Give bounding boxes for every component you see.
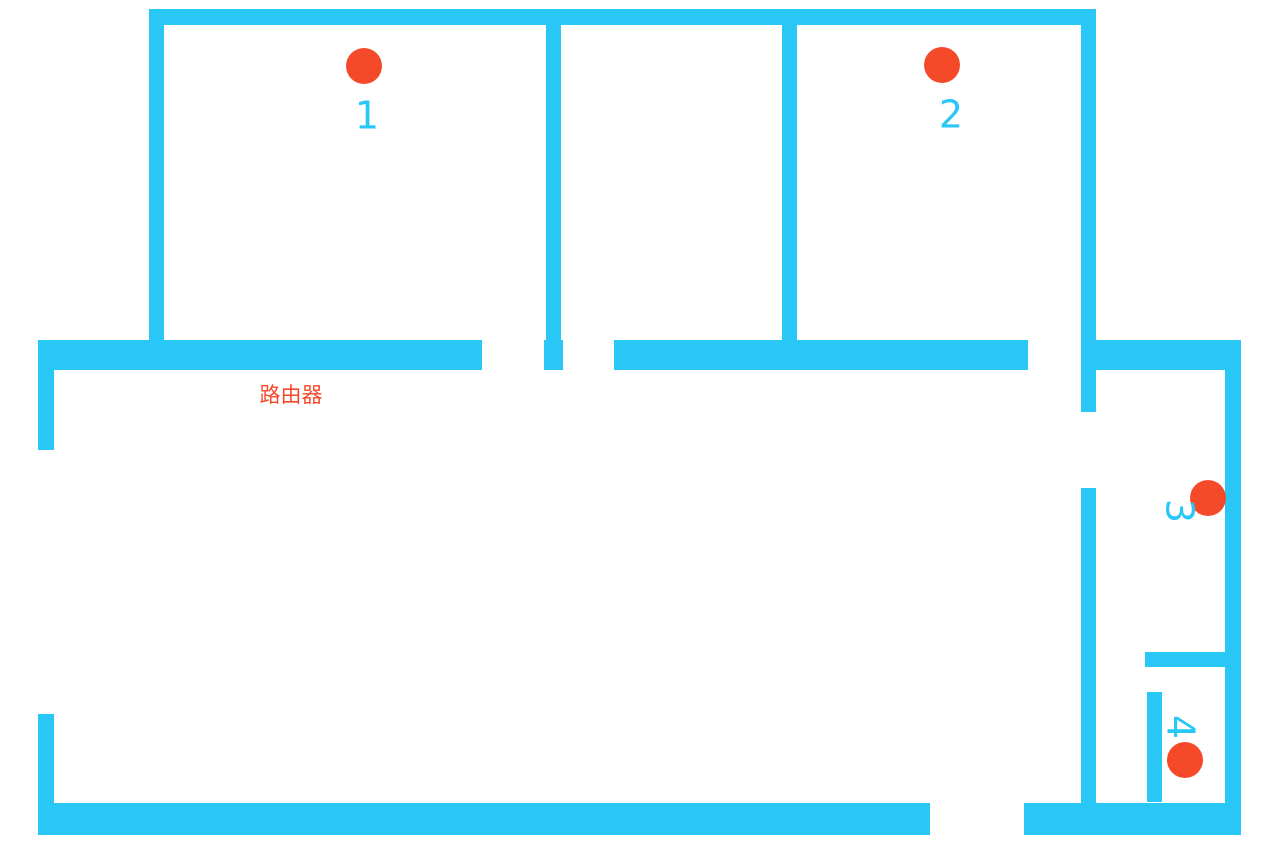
markers (346, 47, 1226, 778)
point-label-1: 1 (355, 94, 379, 138)
labels: 1 2 3 4 路由器 (260, 93, 1203, 740)
wall-partition-a (546, 25, 561, 341)
wall-bottom-right (1024, 803, 1241, 835)
wall-partition-b (782, 25, 797, 341)
router-label: 路由器 (260, 383, 323, 407)
point-label-4: 4 (1159, 715, 1203, 739)
marker-point-2 (924, 47, 960, 83)
wall-middle-left (38, 340, 482, 370)
wall-small-horizontal (1145, 652, 1231, 667)
point-label-3: 3 (1158, 499, 1202, 523)
wall-upper-right (1081, 9, 1096, 342)
wall-right (1225, 340, 1241, 835)
wall-small-vertical (1147, 692, 1162, 802)
wall-bottom-left (38, 803, 930, 835)
wall-middle-right (1081, 340, 1241, 370)
walls (38, 9, 1241, 835)
wall-middle-center (614, 340, 1028, 370)
marker-point-4 (1167, 742, 1203, 778)
wall-top (149, 9, 1096, 25)
wall-inner-right-lower (1081, 488, 1096, 818)
wall-left-upper (38, 340, 54, 450)
marker-point-1 (346, 48, 382, 84)
wall-inner-right-upper (1081, 340, 1096, 412)
wall-upper-left (149, 9, 164, 342)
wall-partition-a-stub (544, 340, 563, 370)
marker-point-3 (1190, 480, 1226, 516)
point-label-2: 2 (939, 93, 963, 137)
